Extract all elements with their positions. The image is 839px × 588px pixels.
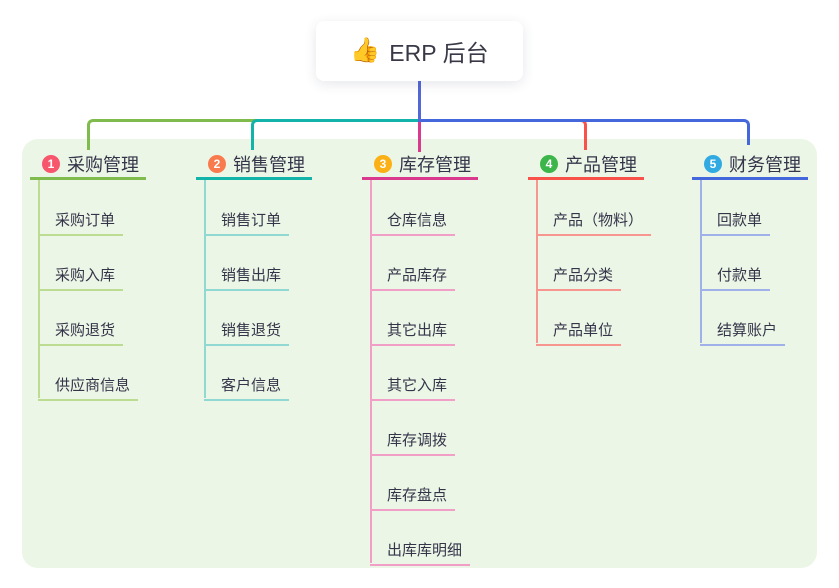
branch-column-4: 4 产品管理 产品（物料） 产品分类 产品单位 bbox=[528, 150, 652, 346]
child-node[interactable]: 销售退货 bbox=[204, 322, 290, 346]
root-trunk-line bbox=[418, 81, 421, 122]
branch-label-1: 采购管理 bbox=[67, 154, 139, 175]
connector-branch-3 bbox=[418, 121, 421, 152]
child-node[interactable]: 付款单 bbox=[700, 267, 771, 291]
connector-branch-5 bbox=[418, 119, 750, 145]
branch-label-3: 库存管理 bbox=[399, 154, 471, 175]
child-node[interactable]: 产品单位 bbox=[536, 322, 622, 346]
branch-node-5[interactable]: 5 财务管理 bbox=[692, 150, 808, 180]
connector-branch-2 bbox=[251, 119, 420, 150]
child-node[interactable]: 回款单 bbox=[700, 212, 771, 236]
child-node[interactable]: 供应商信息 bbox=[38, 377, 139, 401]
branch-node-2[interactable]: 2 销售管理 bbox=[196, 150, 312, 180]
child-node[interactable]: 库存盘点 bbox=[370, 487, 456, 511]
child-node[interactable]: 其它出库 bbox=[370, 322, 456, 346]
child-node[interactable]: 其它入库 bbox=[370, 377, 456, 401]
child-node[interactable]: 产品库存 bbox=[370, 267, 456, 291]
branch-label-2: 销售管理 bbox=[233, 154, 305, 175]
branch-column-5: 5 财务管理 回款单 付款单 结算账户 bbox=[692, 150, 808, 346]
child-node[interactable]: 销售出库 bbox=[204, 267, 290, 291]
branch-badge-2: 2 bbox=[208, 154, 226, 173]
branch-column-2: 2 销售管理 销售订单 销售出库 销售退货 客户信息 bbox=[196, 150, 312, 401]
child-node[interactable]: 库存调拨 bbox=[370, 432, 456, 456]
child-node[interactable]: 采购订单 bbox=[38, 212, 124, 236]
branch-badge-1: 1 bbox=[42, 154, 60, 173]
child-node[interactable]: 产品（物料） bbox=[536, 212, 652, 236]
branch-column-1: 1 采购管理 采购订单 采购入库 采购退货 供应商信息 bbox=[30, 150, 146, 401]
branch-node-1[interactable]: 1 采购管理 bbox=[30, 150, 146, 180]
branch-badge-5: 5 bbox=[704, 154, 722, 173]
child-node[interactable]: 客户信息 bbox=[204, 377, 290, 401]
child-connector-line bbox=[700, 180, 702, 343]
panel-background bbox=[22, 139, 817, 568]
child-node[interactable]: 采购退货 bbox=[38, 322, 124, 346]
thumbs-up-icon: 👍 bbox=[350, 37, 381, 64]
branch-label-4: 产品管理 bbox=[565, 154, 637, 175]
child-node[interactable]: 仓库信息 bbox=[370, 212, 456, 236]
root-node[interactable]: 👍 ERP 后台 bbox=[316, 21, 523, 81]
child-connector-line bbox=[536, 180, 538, 343]
child-connector-line bbox=[370, 180, 372, 563]
branch-node-3[interactable]: 3 库存管理 bbox=[362, 150, 478, 180]
child-node[interactable]: 产品分类 bbox=[536, 267, 622, 291]
child-node[interactable]: 结算账户 bbox=[700, 322, 786, 346]
branch-badge-3: 3 bbox=[374, 154, 392, 173]
branch-badge-4: 4 bbox=[540, 154, 558, 173]
branch-column-3: 3 库存管理 仓库信息 产品库存 其它出库 其它入库 库存调拨 库存盘点 出库库… bbox=[362, 150, 478, 566]
branch-node-4[interactable]: 4 产品管理 bbox=[528, 150, 644, 180]
root-title: ERP 后台 bbox=[389, 40, 489, 66]
child-node[interactable]: 采购入库 bbox=[38, 267, 124, 291]
child-node[interactable]: 出库库明细 bbox=[370, 542, 471, 566]
child-node[interactable]: 销售订单 bbox=[204, 212, 290, 236]
branch-label-5: 财务管理 bbox=[729, 154, 801, 175]
